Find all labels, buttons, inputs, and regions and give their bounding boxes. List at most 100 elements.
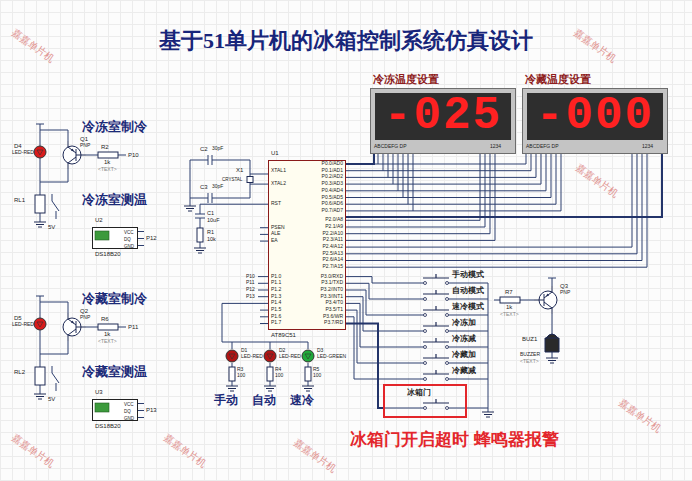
part-label: R4 xyxy=(275,367,281,373)
part-label: D3 xyxy=(317,348,323,354)
part-label: CRYSTAL xyxy=(222,177,242,182)
relay-coil xyxy=(35,367,45,385)
part-label: GND xyxy=(124,416,134,421)
pin-name: P3.3/INT1 xyxy=(320,294,343,300)
part-value: DS18B20 xyxy=(95,423,121,430)
pin-name: P2.3/A11 xyxy=(323,237,343,243)
net-label: P12 xyxy=(146,235,157,242)
part-label: DQ xyxy=(124,237,131,242)
pin-name: PSEN xyxy=(271,225,285,231)
part-label: VCC xyxy=(124,402,134,407)
part-label: R5 xyxy=(313,367,319,373)
part-label: R1 xyxy=(207,229,214,235)
placeholder-text: <TEXT> xyxy=(520,359,539,365)
pin-name: P2.0/A8 xyxy=(325,217,343,223)
net-label: P10 xyxy=(128,152,139,159)
display-digits: -025 xyxy=(375,93,511,140)
part-label: C3 xyxy=(200,184,208,191)
ground-symbol xyxy=(184,206,196,211)
button-symbol xyxy=(423,370,449,381)
part-label: 100 xyxy=(237,373,245,379)
button-label: 速冷模式 xyxy=(452,303,484,312)
pin-name: P2.5/A13 xyxy=(322,251,343,257)
diagram-title: 基于51单片机的冰箱控制系统仿真设计 xyxy=(159,26,533,56)
placeholder-text: <TEXT> xyxy=(98,167,117,173)
part-label: R6 xyxy=(101,316,109,323)
pin-name: P1.6 xyxy=(271,314,281,320)
part-label: LED-RED xyxy=(279,354,301,360)
pin-name: P2.6/A14 xyxy=(322,257,343,263)
part-label: R2 xyxy=(101,144,109,151)
ground-symbol xyxy=(264,386,276,391)
ground-symbol xyxy=(194,248,206,253)
placeholder-text: <TEXT> xyxy=(98,339,117,345)
pin-name: P0.7/AD7 xyxy=(322,208,343,214)
watermark: 嘉嘉单片机 xyxy=(573,162,621,200)
ground-symbol xyxy=(226,386,238,391)
placeholder-text: <TEXT> xyxy=(500,312,519,318)
resistor-symbol xyxy=(98,324,118,330)
pin-name: P3.1/TXD xyxy=(321,280,343,286)
part-label: 100 xyxy=(313,373,321,379)
pin-row-label: 1234 xyxy=(642,144,653,150)
resistor-symbol xyxy=(229,367,235,381)
button-label: 自动模式 xyxy=(452,287,484,296)
section-title: 冷冻室测温 xyxy=(82,193,147,208)
part-label: 1k xyxy=(506,304,512,311)
pin-row-label: ABCDEFG DP xyxy=(526,144,559,150)
section-title: 冷藏室制冷 xyxy=(82,292,147,307)
circuit-wires xyxy=(36,124,647,418)
part-value: AT89C51 xyxy=(271,332,296,339)
part-label: BUZZER xyxy=(520,352,540,358)
part-label: C1 xyxy=(207,210,214,216)
part-label: R7 xyxy=(505,289,513,296)
part-label: R3 xyxy=(237,367,243,373)
part-label: DQ xyxy=(124,409,131,414)
part-label: Q1 xyxy=(80,136,88,143)
part-label: 1k xyxy=(104,331,110,338)
part-label: 1k xyxy=(104,159,110,166)
button-label: 手动模式 xyxy=(452,271,484,280)
resistor-symbol xyxy=(305,367,311,381)
part-label: LED-RED xyxy=(12,150,34,156)
section-title: 冷冻室制冷 xyxy=(82,120,147,135)
crystal-symbol xyxy=(247,177,253,183)
part-label: 10k xyxy=(207,236,216,242)
part-label: PNP xyxy=(80,143,90,149)
net-label: P12 xyxy=(246,287,255,293)
sensor-body xyxy=(92,227,138,249)
part-ref: U2 xyxy=(95,217,103,224)
part-ref: U3 xyxy=(95,389,103,396)
part-label: RL2 xyxy=(14,369,25,376)
pin-name: P1.4 xyxy=(271,300,281,306)
pin-name: P3.6/WR xyxy=(323,314,343,320)
watermark: 嘉嘉单片机 xyxy=(571,27,619,65)
pin-name: XTAL2 xyxy=(271,181,286,187)
ground-symbol xyxy=(302,386,314,391)
pin-name: P1.5 xyxy=(271,307,281,313)
button-symbol xyxy=(423,338,449,349)
part-label: Q3 xyxy=(560,283,568,290)
part-label: D5 xyxy=(14,315,22,322)
part-label: GND xyxy=(124,244,134,249)
pin-row-label: ABCDEFG DP xyxy=(374,144,407,150)
display-digits: -000 xyxy=(527,93,663,140)
resistor-symbol xyxy=(98,152,118,158)
pin-name: P2.7/A15 xyxy=(322,264,343,270)
button-label: 冷藏减 xyxy=(452,367,476,376)
sensor-screen xyxy=(95,403,109,412)
watermark: 嘉嘉单片机 xyxy=(9,432,57,470)
transistor-symbol xyxy=(534,286,557,314)
ground-symbol xyxy=(34,394,46,399)
button-symbol xyxy=(423,322,449,333)
led-symbol xyxy=(34,146,46,158)
pin-name: P0.1/AD1 xyxy=(322,168,343,174)
ground-symbol xyxy=(482,412,494,417)
part-label: VCC xyxy=(124,230,134,235)
part-label: PNP xyxy=(80,315,90,321)
resistor-symbol xyxy=(267,367,273,381)
part-label: 5V xyxy=(48,224,55,231)
resistor-symbol xyxy=(500,297,520,303)
button-symbol xyxy=(423,306,449,317)
